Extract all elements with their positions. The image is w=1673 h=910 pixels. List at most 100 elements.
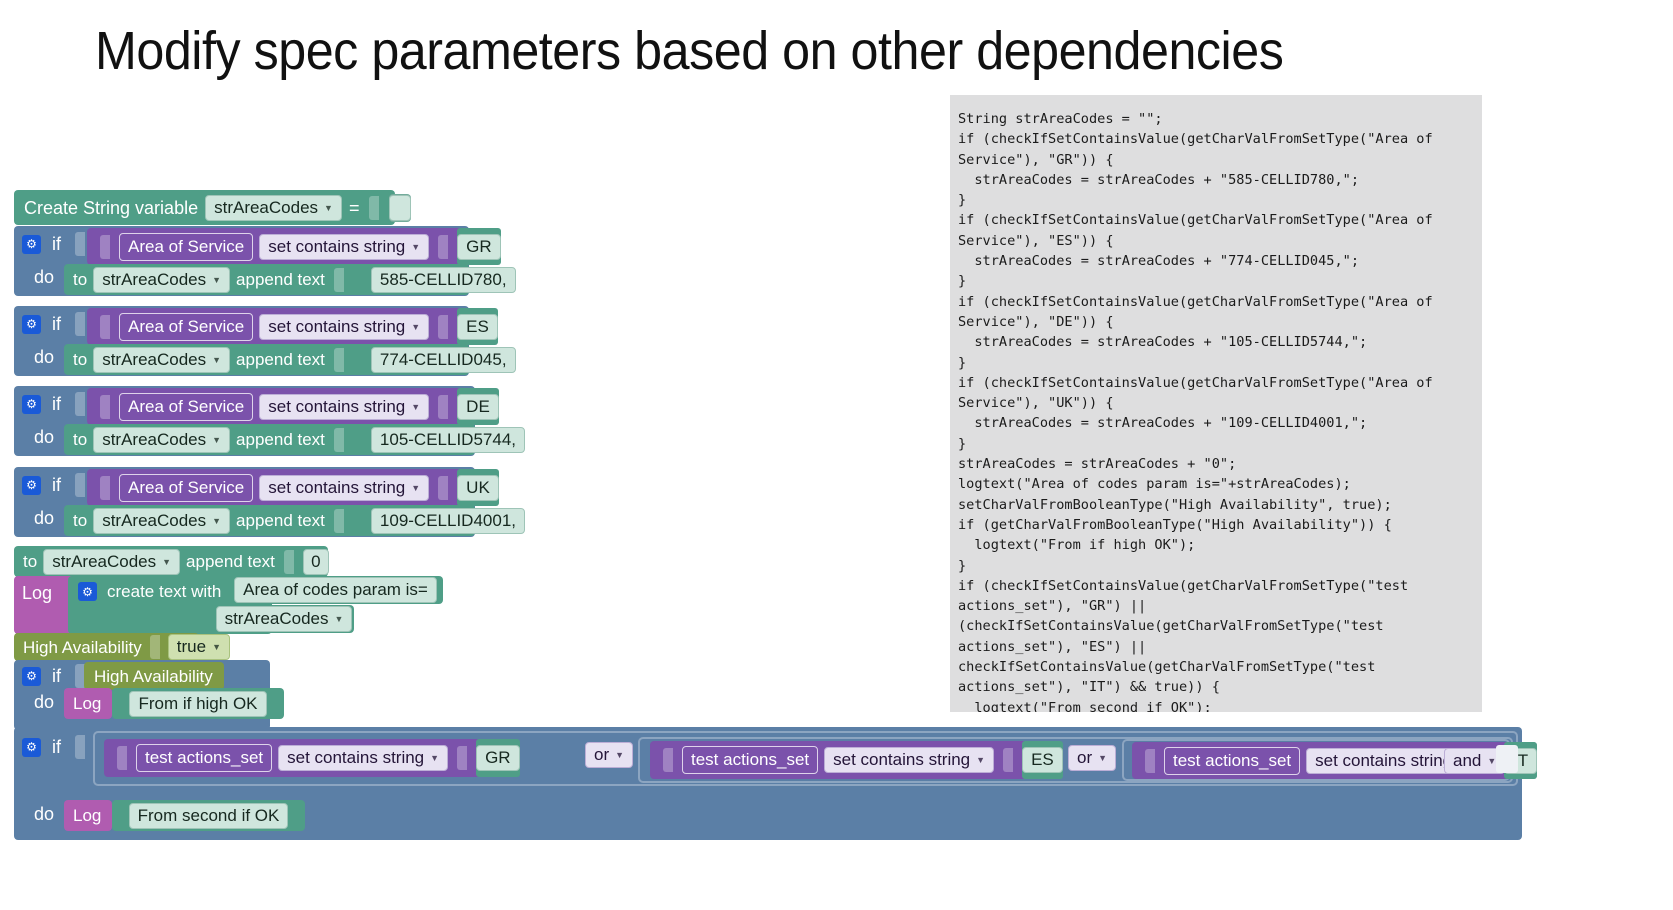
append-text-value[interactable]: 109-CELLID4001, [370,507,525,534]
create-var-label: Create String variable [24,197,199,218]
gear-icon[interactable]: ⚙ [22,394,41,414]
param-field[interactable]: test actions_set [1164,746,1301,775]
condition-set-contains-es-2[interactable]: test actions_set set contains string ▼ E… [650,741,1063,779]
join-text-2-block[interactable]: strAreaCodes ▼ [214,605,354,633]
logic-joiner-or-1[interactable]: or ▼ [585,742,634,768]
if-block-de[interactable]: ⚙ if Area of Service set contains string… [14,386,525,456]
append-text-value[interactable]: 585-CELLID780, [370,266,516,293]
compare-value-field[interactable]: ES [1022,747,1063,773]
compare-value-field[interactable]: UK [457,474,499,501]
append-text-block-uk[interactable]: to strAreaCodes ▼ append text 109-CELLID… [64,505,525,536]
join-variable-dropdown[interactable]: strAreaCodes ▼ [215,606,353,632]
append-text-label: append text [236,270,325,289]
log-text-block-if-high[interactable]: From if high OK [112,688,284,719]
compare-value-block[interactable]: GR [457,228,501,265]
logic-or-group-2[interactable]: test actions_set set contains string ▼ E… [638,737,1538,783]
append-text-value[interactable]: 774-CELLID045, [370,346,516,373]
if-block-uk[interactable]: ⚙ if Area of Service set contains string… [14,467,525,537]
if-block-gr[interactable]: ⚙ if Area of Service set contains string… [14,226,516,296]
gear-icon[interactable]: ⚙ [22,666,41,686]
log-block-if-high[interactable]: Log [64,688,112,719]
log-text-field[interactable]: From if high OK [129,690,267,717]
empty-string-value-block[interactable] [389,193,412,222]
assign-variable-dropdown[interactable]: strAreaCodes ▼ [93,266,231,293]
param-field[interactable]: test actions_set [682,746,819,774]
create-string-variable-block[interactable]: Create String variable strAreaCodes ▼ = [14,190,412,225]
chevron-down-icon: ▼ [411,321,421,332]
operator-dropdown[interactable]: set contains string ▼ [1306,747,1477,774]
condition-set-contains-gr[interactable]: Area of Service set contains string ▼ GR [87,228,501,265]
gear-icon[interactable]: ⚙ [22,475,41,495]
logic-or-group-1[interactable]: test actions_set set contains string ▼ G… [93,731,1538,786]
high-availability-condition-block[interactable]: High Availability [84,662,224,690]
operator-dropdown[interactable]: set contains string ▼ [259,313,430,340]
value-socket [438,475,449,500]
chevron-down-icon: ▼ [1487,756,1497,766]
operator-dropdown[interactable]: set contains string ▼ [259,474,430,501]
condition-socket [75,473,85,497]
gear-icon[interactable]: ⚙ [22,737,41,757]
create-var-variable-dropdown[interactable]: strAreaCodes ▼ [205,194,342,221]
operator-dropdown[interactable]: set contains string ▼ [259,393,430,420]
compare-value-field[interactable]: GR [476,745,520,771]
condition-socket [75,232,85,256]
compare-value-field[interactable]: GR [457,233,501,260]
gear-icon[interactable]: ⚙ [78,582,97,601]
assign-variable-dropdown[interactable]: strAreaCodes ▼ [93,346,231,373]
trailing-boolean-socket[interactable] [1496,745,1518,773]
chevron-down-icon: ▼ [212,515,222,526]
join-text-1-field[interactable]: Area of codes param is= [234,577,437,603]
if-block-es[interactable]: ⚙ if Area of Service set contains string… [14,306,516,376]
second-if-block[interactable]: ⚙ if test actions_set set contains strin… [14,727,1538,840]
param-field[interactable]: Area of Service [119,232,254,261]
assign-variable-dropdown[interactable]: strAreaCodes ▼ [43,548,181,575]
assign-variable-dropdown[interactable]: strAreaCodes ▼ [93,507,231,534]
append-text-block-de[interactable]: to strAreaCodes ▼ append text 105-CELLID… [64,424,525,455]
append-text-block-gr[interactable]: to strAreaCodes ▼ append text 585-CELLID… [64,264,516,295]
log-block[interactable]: Log [14,576,77,634]
compare-value-block[interactable]: UK [457,469,499,506]
empty-string-field[interactable] [389,194,412,221]
logic-joiner-and[interactable]: and ▼ [1444,748,1506,774]
append-zero-block[interactable]: to strAreaCodes ▼ append text 0 [14,546,329,577]
compare-value-field[interactable]: ES [457,313,498,340]
log-text-block-second-if[interactable]: From second if OK [112,800,305,831]
append-zero-value[interactable]: 0 [302,548,329,575]
to-label: to [23,552,38,571]
condition-socket [75,735,85,759]
append-text-value[interactable]: 105-CELLID5744, [370,426,525,453]
log-text-field[interactable]: From second if OK [128,802,289,829]
compare-value-block[interactable]: ES [1022,741,1063,779]
condition-set-contains-uk[interactable]: Area of Service set contains string ▼ UK [87,469,499,506]
text-socket [333,347,344,372]
param-field[interactable]: Area of Service [119,392,254,421]
operator-dropdown[interactable]: set contains string ▼ [824,747,995,773]
if-high-availability-block[interactable]: ⚙ if High Availability do Log From if hi… [14,660,284,730]
compare-value-field[interactable]: DE [457,393,499,420]
set-high-availability-block[interactable]: High Availability true ▼ [14,633,230,661]
log-block-second-if[interactable]: Log [64,800,112,831]
param-field[interactable]: Area of Service [119,473,254,502]
boolean-value-dropdown[interactable]: true ▼ [167,634,230,660]
append-text-block-es[interactable]: to strAreaCodes ▼ append text 774-CELLID… [64,344,516,375]
join-text-1-block[interactable]: Area of codes param is= [228,576,443,604]
condition-set-contains-es[interactable]: Area of Service set contains string ▼ ES [87,308,498,345]
condition-set-contains-de[interactable]: Area of Service set contains string ▼ DE [87,388,499,425]
param-field[interactable]: Area of Service [119,312,254,341]
param-socket [100,234,110,259]
compare-value-block[interactable]: ES [457,308,498,345]
condition-set-contains-gr-2[interactable]: test actions_set set contains string ▼ G… [104,739,520,777]
logic-joiner-or-2[interactable]: or ▼ [1068,745,1117,771]
assign-variable-dropdown[interactable]: strAreaCodes ▼ [93,426,231,453]
value-socket [149,635,160,659]
gear-icon[interactable]: ⚙ [22,234,41,254]
compare-value-block[interactable]: DE [457,388,499,425]
compare-value-block[interactable]: GR [476,739,520,777]
param-field[interactable]: test actions_set [136,744,273,772]
gear-icon[interactable]: ⚙ [22,314,41,334]
operator-dropdown[interactable]: set contains string ▼ [259,233,430,260]
value-socket [369,195,380,220]
operator-dropdown[interactable]: set contains string ▼ [278,745,449,771]
chevron-down-icon: ▼ [212,434,222,445]
